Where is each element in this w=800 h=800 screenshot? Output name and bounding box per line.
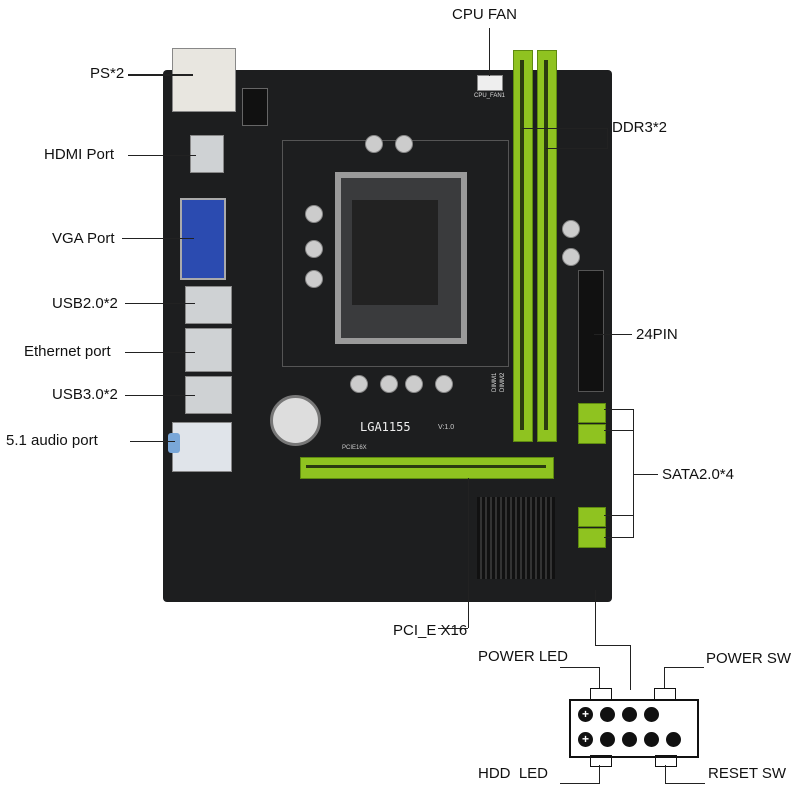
- ddr3-slot-2-groove: [544, 60, 548, 430]
- cpu-socket-pins: [352, 200, 438, 305]
- leader-line: [607, 128, 608, 148]
- pcie-silk-label: PCIE16X: [342, 445, 367, 451]
- label-power-led: POWER LED: [478, 648, 569, 665]
- leader-line: [604, 515, 634, 516]
- leader-line: [125, 303, 195, 304]
- leader-line: [128, 155, 196, 156]
- positive-pin-icon: +: [578, 707, 593, 722]
- positive-pin-icon: +: [578, 732, 593, 747]
- label-ps: PS*2: [90, 65, 125, 82]
- leader-line: [630, 645, 631, 690]
- leader-line: [599, 765, 600, 783]
- capacitor: [395, 135, 413, 153]
- cpu-fan-header: [477, 75, 503, 91]
- label-reset-sw: RESET SW: [708, 765, 787, 782]
- leader-line: [595, 590, 596, 646]
- capacitor: [305, 240, 323, 258]
- leader-line: [130, 441, 175, 442]
- leader-line: [594, 334, 632, 335]
- atx-4pin-connector: [242, 88, 268, 126]
- pin: [600, 732, 615, 747]
- label-usb2: USB2.0*2: [52, 295, 118, 312]
- pin: [622, 707, 637, 722]
- leader-line: [599, 667, 600, 688]
- capacitor: [435, 375, 453, 393]
- capacitor: [562, 220, 580, 238]
- capacitor: [365, 135, 383, 153]
- usb2-ports: [185, 286, 232, 324]
- leader-line: [664, 667, 665, 688]
- label-ddr3: DDR3*2: [612, 119, 668, 136]
- reset-sw-tab: [655, 755, 677, 767]
- pcie-slot-groove: [306, 465, 546, 468]
- audio-jack: [168, 433, 180, 453]
- ethernet-port: [185, 328, 232, 372]
- sata-port: [578, 403, 606, 423]
- leader-line: [604, 409, 634, 410]
- leader-line: [633, 474, 658, 475]
- ddr3-slot-1-groove: [520, 60, 524, 430]
- pin: [622, 732, 637, 747]
- label-vga: VGA Port: [52, 230, 115, 247]
- pin: [600, 707, 615, 722]
- socket-label: LGA1155: [360, 420, 411, 434]
- leader-line: [125, 352, 195, 353]
- hdd-led-tab: [590, 755, 612, 767]
- sata-port: [578, 424, 606, 444]
- ps-power-connector: [172, 48, 236, 112]
- dimm2-silk-label: DIMM2: [500, 372, 506, 392]
- capacitor: [305, 270, 323, 288]
- chipset-heatsink: [477, 497, 555, 579]
- atx-24pin-connector: [578, 270, 604, 392]
- label-cpu-fan: CPU FAN: [452, 6, 518, 23]
- vga-port: [180, 198, 226, 280]
- hdmi-port: [190, 135, 224, 173]
- leader-line: [489, 28, 490, 76]
- pin: [666, 732, 681, 747]
- label-audio: 5.1 audio port: [6, 432, 98, 449]
- leader-line: [468, 478, 469, 628]
- label-24pin: 24PIN: [636, 326, 678, 343]
- capacitor: [405, 375, 423, 393]
- dimm1-silk-label: DIMM1: [492, 372, 498, 392]
- power-sw-tab: [654, 688, 676, 700]
- cpu-fan-silk-label: CPU_FAN1: [474, 93, 506, 99]
- sata-port: [578, 507, 606, 527]
- leader-line: [604, 430, 634, 431]
- capacitor: [562, 248, 580, 266]
- leader-line: [128, 74, 193, 76]
- leader-line: [595, 645, 631, 646]
- leader-line: [560, 667, 600, 668]
- version-label: V:1.0: [438, 424, 455, 431]
- leader-line: [665, 765, 666, 783]
- leader-line: [122, 238, 194, 239]
- leader-line: [522, 128, 608, 129]
- pin: [644, 732, 659, 747]
- leader-line: [604, 537, 634, 538]
- label-ethernet: Ethernet port: [24, 343, 111, 360]
- leader-line: [438, 628, 468, 629]
- capacitor: [305, 205, 323, 223]
- pcie-x16-slot: [300, 457, 554, 479]
- label-power-sw: POWER SW: [706, 650, 791, 667]
- leader-line: [665, 783, 705, 784]
- leader-line: [546, 148, 608, 149]
- audio-ports: [172, 422, 232, 472]
- leader-line: [664, 667, 704, 668]
- power-led-tab: [590, 688, 612, 700]
- label-hdd-led: HDD LED: [478, 765, 549, 782]
- pin: [644, 707, 659, 722]
- leader-line: [560, 783, 600, 784]
- label-sata: SATA2.0*4: [662, 466, 734, 483]
- cmos-battery: [270, 395, 321, 446]
- label-hdmi: HDMI Port: [44, 146, 115, 163]
- capacitor: [380, 375, 398, 393]
- leader-line: [633, 409, 634, 537]
- sata-port: [578, 528, 606, 548]
- label-pcie: PCI_E X16: [393, 622, 468, 639]
- leader-line: [125, 395, 195, 396]
- label-usb3: USB3.0*2: [52, 386, 118, 403]
- capacitor: [350, 375, 368, 393]
